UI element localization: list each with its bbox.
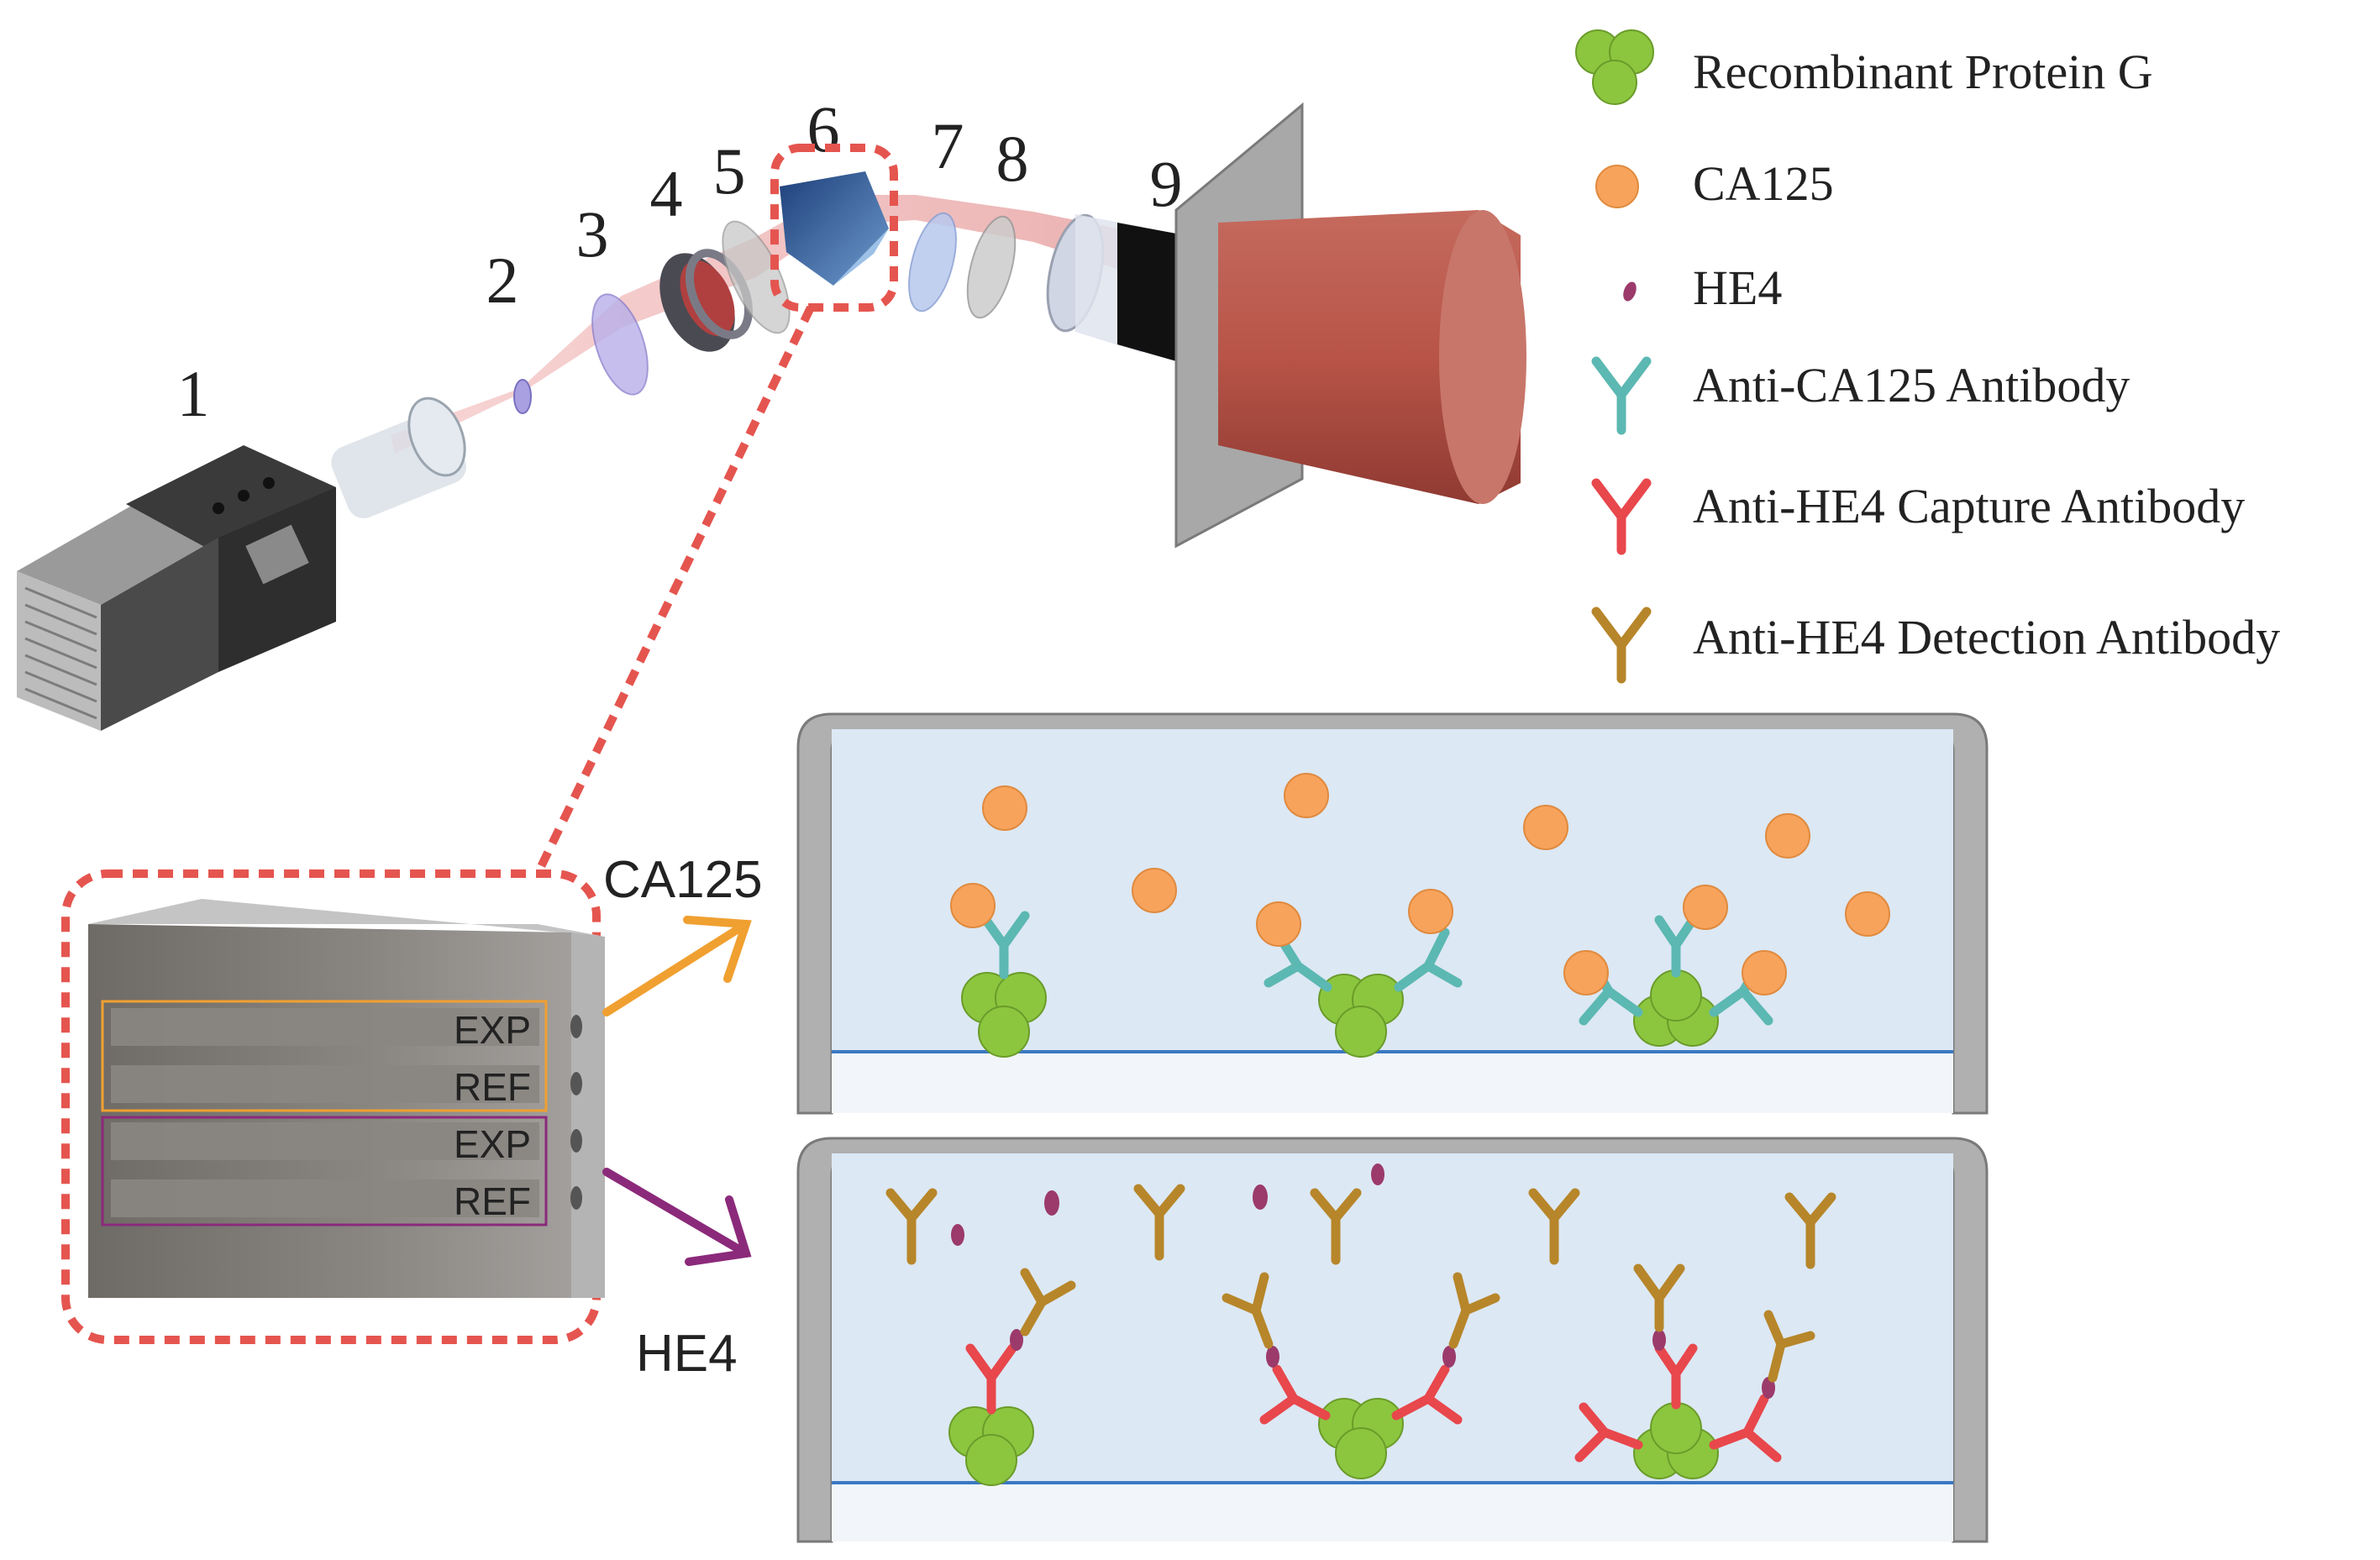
sensor-chip-inset: EXP REF EXP REF CA125 HE4 — [61, 851, 763, 1383]
legend-label-anti-he4-capture: Anti-HE4 Capture Antibody — [1693, 479, 2245, 533]
detector-camera — [1046, 102, 1526, 549]
optical-setup: 1 2 3 4 5 6 7 8 9 — [17, 92, 1526, 876]
he4-complex-3 — [1574, 1263, 1815, 1479]
legend-item-protein-g: Recombinant Protein G — [1575, 29, 2153, 105]
label-4: 4 — [650, 157, 683, 230]
protein-g-icon — [1575, 29, 1654, 105]
free-he4-molecules — [951, 1163, 1384, 1246]
ca125-panel-label: CA125 — [603, 851, 763, 909]
channel-label-3: EXP — [454, 1122, 531, 1166]
ca125-complex-1 — [950, 883, 1047, 1058]
channel-label-2: REF — [454, 1065, 531, 1109]
anti-he4-detection-antibody-icon — [1591, 607, 1652, 684]
label-1: 1 — [177, 357, 210, 430]
label-5: 5 — [713, 134, 746, 207]
legend-label-he4: HE4 — [1693, 260, 1782, 315]
legend-item-anti-he4-capture: Anti-HE4 Capture Antibody — [1591, 478, 2245, 555]
ca125-complex-2 — [1256, 889, 1463, 1058]
optic-3-lens — [591, 293, 649, 396]
legend-label-anti-ca125: Anti-CA125 Antibody — [1693, 358, 2130, 412]
free-detection-antibodies — [885, 1184, 1836, 1269]
legend-label-protein-g: Recombinant Protein G — [1693, 45, 2153, 99]
ca125-icon — [1595, 165, 1639, 208]
he4-complex-1 — [948, 1268, 1076, 1486]
he4-assay-panel — [796, 1137, 1989, 1543]
zoom-connector — [533, 305, 815, 876]
legend-item-ca125: CA125 — [1595, 156, 1834, 211]
label-9: 9 — [1150, 147, 1183, 220]
channel-label-4: REF — [454, 1179, 531, 1223]
he4-complex-2 — [1222, 1272, 1500, 1479]
optic-6-prism — [780, 171, 889, 286]
prism-highlight-box — [770, 144, 898, 312]
he4-panel-label: HE4 — [636, 1325, 738, 1383]
optic-8-filter — [966, 215, 1017, 319]
label-3: 3 — [576, 197, 609, 271]
legend-item-anti-ca125: Anti-CA125 Antibody — [1591, 356, 2130, 435]
ca125-assay-panel — [796, 712, 1989, 1115]
label-8: 8 — [996, 122, 1029, 195]
anti-he4-capture-antibody-icon — [1591, 478, 1652, 555]
label-6: 6 — [807, 92, 840, 165]
legend: Recombinant Protein G CA125 HE4 Anti-CA1… — [1575, 29, 2280, 684]
ca125-arrow — [602, 916, 752, 1016]
he4-icon — [1623, 281, 1637, 302]
optic-2-pinhole — [513, 379, 532, 414]
legend-label-ca125: CA125 — [1693, 156, 1834, 211]
he4-arrow — [602, 1168, 752, 1266]
legend-item-anti-he4-detection: Anti-HE4 Detection Antibody — [1591, 607, 2280, 684]
legend-label-anti-he4-detection: Anti-HE4 Detection Antibody — [1693, 610, 2280, 664]
channel-label-1: EXP — [454, 1008, 531, 1052]
light-source — [17, 397, 466, 731]
ca125-channel-group — [101, 1000, 548, 1112]
label-7: 7 — [932, 109, 964, 182]
ca125-complex-3 — [1563, 885, 1787, 1047]
optic-7-lens — [908, 212, 957, 313]
label-2: 2 — [486, 244, 519, 317]
he4-channel-group — [101, 1116, 548, 1226]
component-numbers: 1 2 3 4 5 6 7 8 9 — [177, 92, 1183, 430]
legend-item-he4: HE4 — [1623, 260, 1782, 315]
chip-highlight-box — [61, 869, 601, 1344]
free-ca125-molecules — [982, 773, 1890, 937]
anti-ca125-antibody-icon — [1591, 356, 1652, 435]
